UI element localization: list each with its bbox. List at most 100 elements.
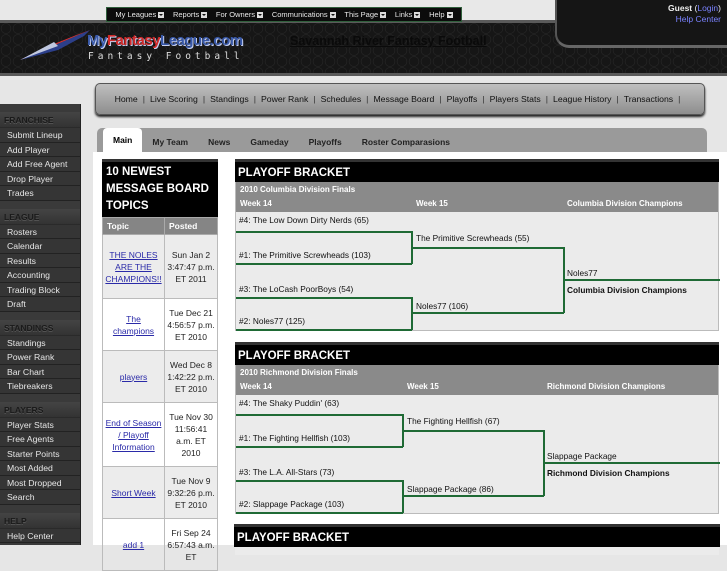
sidebar-item-most-dropped[interactable]: Most Dropped	[0, 475, 80, 490]
team-entry: #4: The Shaky Puddin' (63)	[239, 398, 340, 408]
team-entry: #4: The Low Down Dirty Nerds (65)	[239, 215, 369, 225]
guest-label: Guest	[668, 3, 693, 13]
bracket-line	[236, 480, 403, 482]
nav-power-rank[interactable]: Power Rank	[261, 94, 309, 104]
menu-communications[interactable]: Communications	[272, 10, 336, 19]
menu-for-owners[interactable]: For Owners	[215, 10, 264, 19]
site-header: MyFantasyLeague.com Fantasy Football Sav…	[0, 0, 727, 80]
sidebar-item-add-player[interactable]: Add Player	[0, 142, 80, 157]
message-board-table: Topic Posted THE NOLES ARE THE CHAMPIONS…	[102, 217, 218, 571]
nav-separator: |	[545, 94, 549, 104]
menu-label: My Leagues	[115, 10, 157, 19]
bracket-line	[563, 279, 720, 281]
sidebar-item-power-rank[interactable]: Power Rank	[0, 350, 80, 365]
team-entry: The Fighting Hellfish (67)	[407, 416, 500, 426]
mfl-logo-icon[interactable]	[14, 16, 94, 64]
sidebar-item-draft[interactable]: Draft	[0, 297, 80, 312]
nav-schedules[interactable]: Schedules	[320, 94, 362, 104]
sidebar-item-standings[interactable]: Standings	[0, 335, 80, 350]
topic-link[interactable]: The champions	[112, 313, 155, 336]
sidebar-item-help-center[interactable]: Help Center	[0, 528, 80, 543]
sidebar-item-accounting[interactable]: Accounting	[0, 268, 80, 283]
table-row: Short Week Tue Nov 9 9:32:26 p.m. ET 201…	[102, 466, 218, 519]
topic-cell: The champions	[102, 298, 165, 351]
nav-separator: |	[202, 94, 206, 104]
brand-logo[interactable]: MyFantasyLeague.com	[87, 32, 243, 49]
bracket-title: PLAYOFF BRACKET	[235, 159, 719, 182]
sidebar-item-most-added[interactable]: Most Added	[0, 461, 80, 476]
menu-help[interactable]: Help	[429, 10, 453, 19]
sidebar-item-player-stats[interactable]: Player Stats	[0, 417, 80, 432]
sidebar-item-results[interactable]: Results	[0, 253, 80, 268]
topic-link[interactable]: players	[119, 371, 148, 382]
playoff-bracket-richmond: PLAYOFF BRACKET 2010 Richmond Division F…	[235, 342, 720, 514]
bracket-subtitle: 2010 Richmond Division Finals	[236, 365, 718, 379]
nav-players-stats[interactable]: Players Stats	[489, 94, 541, 104]
menu-reports[interactable]: Reports	[173, 10, 208, 19]
tab-roster-comparisons[interactable]: Roster Comparasions	[361, 137, 451, 147]
menu-label: Links	[394, 10, 413, 19]
nav-live-scoring[interactable]: Live Scoring	[150, 94, 198, 104]
tab-news[interactable]: News	[208, 137, 231, 147]
sidebar-item-trading-block[interactable]: Trading Block	[0, 282, 80, 297]
team-entry: #1: The Fighting Hellfish (103)	[239, 433, 350, 443]
login-link[interactable]: Login	[697, 3, 719, 13]
bracket-line	[236, 446, 403, 448]
tab-playoffs[interactable]: Playoffs	[308, 137, 342, 147]
menu-this-page[interactable]: This Page	[344, 10, 387, 19]
nav-message-board[interactable]: Message Board	[373, 94, 435, 104]
nav-transactions[interactable]: Transactions	[623, 94, 674, 104]
menu-links[interactable]: Links	[395, 10, 421, 19]
menu-label: For Owners	[215, 10, 256, 19]
topic-link[interactable]: Short Week	[111, 487, 156, 498]
tab-my-team[interactable]: My Team	[152, 137, 189, 147]
brand-part: My	[87, 32, 107, 49]
sidebar-item-free-agents[interactable]: Free Agents	[0, 432, 80, 447]
sidebar-item-add-free-agent[interactable]: Add Free Agent	[0, 157, 80, 172]
table-row: THE NOLES ARE THE CHAMPIONS!! Sun Jan 2 …	[102, 234, 218, 299]
sidebar-heading-help: HELP	[0, 512, 80, 529]
bracket-line	[236, 414, 403, 416]
champion-name: Noles77	[567, 268, 598, 278]
nav-league-history[interactable]: League History	[553, 94, 612, 104]
col-week14: Week 14	[240, 199, 272, 208]
team-entry: #2: Noles77 (125)	[239, 316, 305, 326]
playoff-bracket-columbia: PLAYOFF BRACKET 2010 Columbia Division F…	[235, 159, 720, 331]
sidebar-item-submit-lineup[interactable]: Submit Lineup	[0, 128, 80, 143]
bracket-line	[236, 263, 412, 265]
menu-label: Communications	[271, 10, 328, 19]
team-entry: Noles77 (106)	[416, 301, 469, 311]
sidebar-item-bar-chart[interactable]: Bar Chart	[0, 364, 80, 379]
topic-cell: End of Season / Playoff Information	[102, 402, 165, 467]
help-center-link[interactable]: Help Center	[675, 14, 721, 24]
col-topic: Topic	[102, 217, 165, 235]
col-champions: Richmond Division Champions	[547, 382, 666, 391]
menu-my-leagues[interactable]: My Leagues	[115, 10, 165, 19]
dropdown-arrow-icon	[158, 11, 165, 18]
nav-home[interactable]: Home	[114, 94, 138, 104]
nav-playoffs[interactable]: Playoffs	[446, 94, 478, 104]
sidebar-item-search[interactable]: Search	[0, 490, 80, 505]
tab-main[interactable]: Main	[103, 128, 143, 152]
col-week15: Week 15	[407, 382, 439, 391]
table-header-row: Topic Posted	[102, 217, 218, 235]
tab-gameday[interactable]: Gameday	[250, 137, 289, 147]
dropdown-arrow-icon	[380, 11, 387, 18]
nav-separator: |	[253, 94, 256, 104]
bracket-line	[403, 430, 544, 432]
league-title-link[interactable]: Savannah River Fantasy Football	[290, 34, 487, 48]
bracket-body: #4: The Shaky Puddin' (63) The Fighting …	[236, 395, 720, 514]
topic-link[interactable]: End of Season / Playoff Information	[105, 417, 162, 452]
sidebar-item-tiebreakers[interactable]: Tiebreakers	[0, 379, 80, 394]
sidebar-item-starter-points[interactable]: Starter Points	[0, 446, 80, 461]
col-posted: Posted	[164, 217, 218, 235]
message-board-panel: 10 NEWEST MESSAGE BOARD TOPICS Topic Pos…	[102, 159, 218, 571]
sidebar-item-trades[interactable]: Trades	[0, 186, 80, 201]
sidebar-item-calendar[interactable]: Calendar	[0, 239, 80, 254]
nav-standings[interactable]: Standings	[210, 94, 249, 104]
sidebar-item-rosters[interactable]: Rosters	[0, 224, 80, 239]
sidebar-item-drop-player[interactable]: Drop Player	[0, 171, 80, 186]
table-row: players Wed Dec 8 1:42:22 p.m. ET 2010	[102, 350, 218, 403]
topic-link[interactable]: THE NOLES ARE THE CHAMPIONS!!	[105, 249, 162, 284]
nav-separator: |	[616, 94, 619, 104]
